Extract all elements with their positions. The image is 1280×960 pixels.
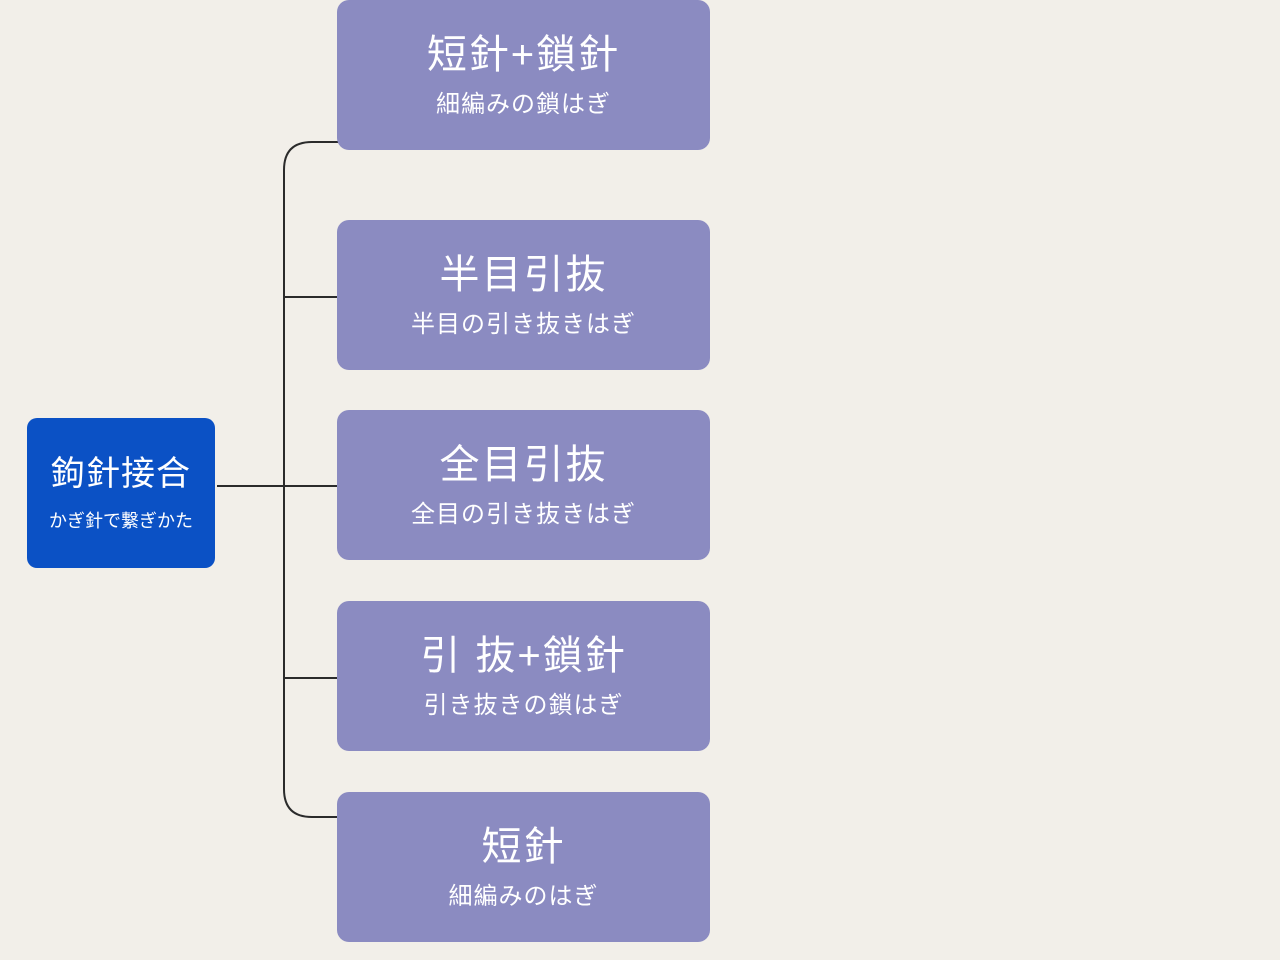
child-node-title: 短針+鎖針 bbox=[426, 32, 621, 77]
child-node-title: 全目引抜 bbox=[439, 442, 608, 487]
child-node-4[interactable]: 短針 細編みのはぎ bbox=[337, 792, 710, 942]
root-node-subtitle: かぎ針で繋ぎかた bbox=[49, 510, 193, 531]
root-node-title: 鉤針接合 bbox=[51, 454, 191, 493]
child-node-subtitle: 引き抜きの鎖はぎ bbox=[423, 691, 624, 719]
child-node-subtitle: 細編みのはぎ bbox=[448, 882, 599, 910]
child-node-subtitle: 半目の引き抜きはぎ bbox=[411, 310, 636, 338]
child-node-title: 半目引抜 bbox=[439, 252, 608, 297]
child-node-5[interactable]: 短針+鎖針 細編みの鎖はぎ bbox=[337, 0, 710, 150]
edge-trunk-to-node-5 bbox=[283, 486, 339, 818]
child-node-title: 引 抜+鎖針 bbox=[420, 633, 627, 678]
child-node-subtitle: 細編みの鎖はぎ bbox=[436, 90, 611, 118]
child-node-title: 短針 bbox=[481, 824, 566, 869]
child-node-3[interactable]: 引 抜+鎖針 引き抜きの鎖はぎ bbox=[337, 601, 710, 751]
root-node[interactable]: 鉤針接合 かぎ針で繋ぎかた bbox=[27, 418, 215, 568]
child-node-subtitle: 全目の引き抜きはぎ bbox=[411, 500, 636, 528]
child-node-2[interactable]: 全目引抜 全目の引き抜きはぎ bbox=[337, 410, 710, 560]
child-node-1[interactable]: 半目引抜 半目の引き抜きはぎ bbox=[337, 220, 710, 370]
edge-trunk-to-node-1 bbox=[283, 141, 339, 486]
